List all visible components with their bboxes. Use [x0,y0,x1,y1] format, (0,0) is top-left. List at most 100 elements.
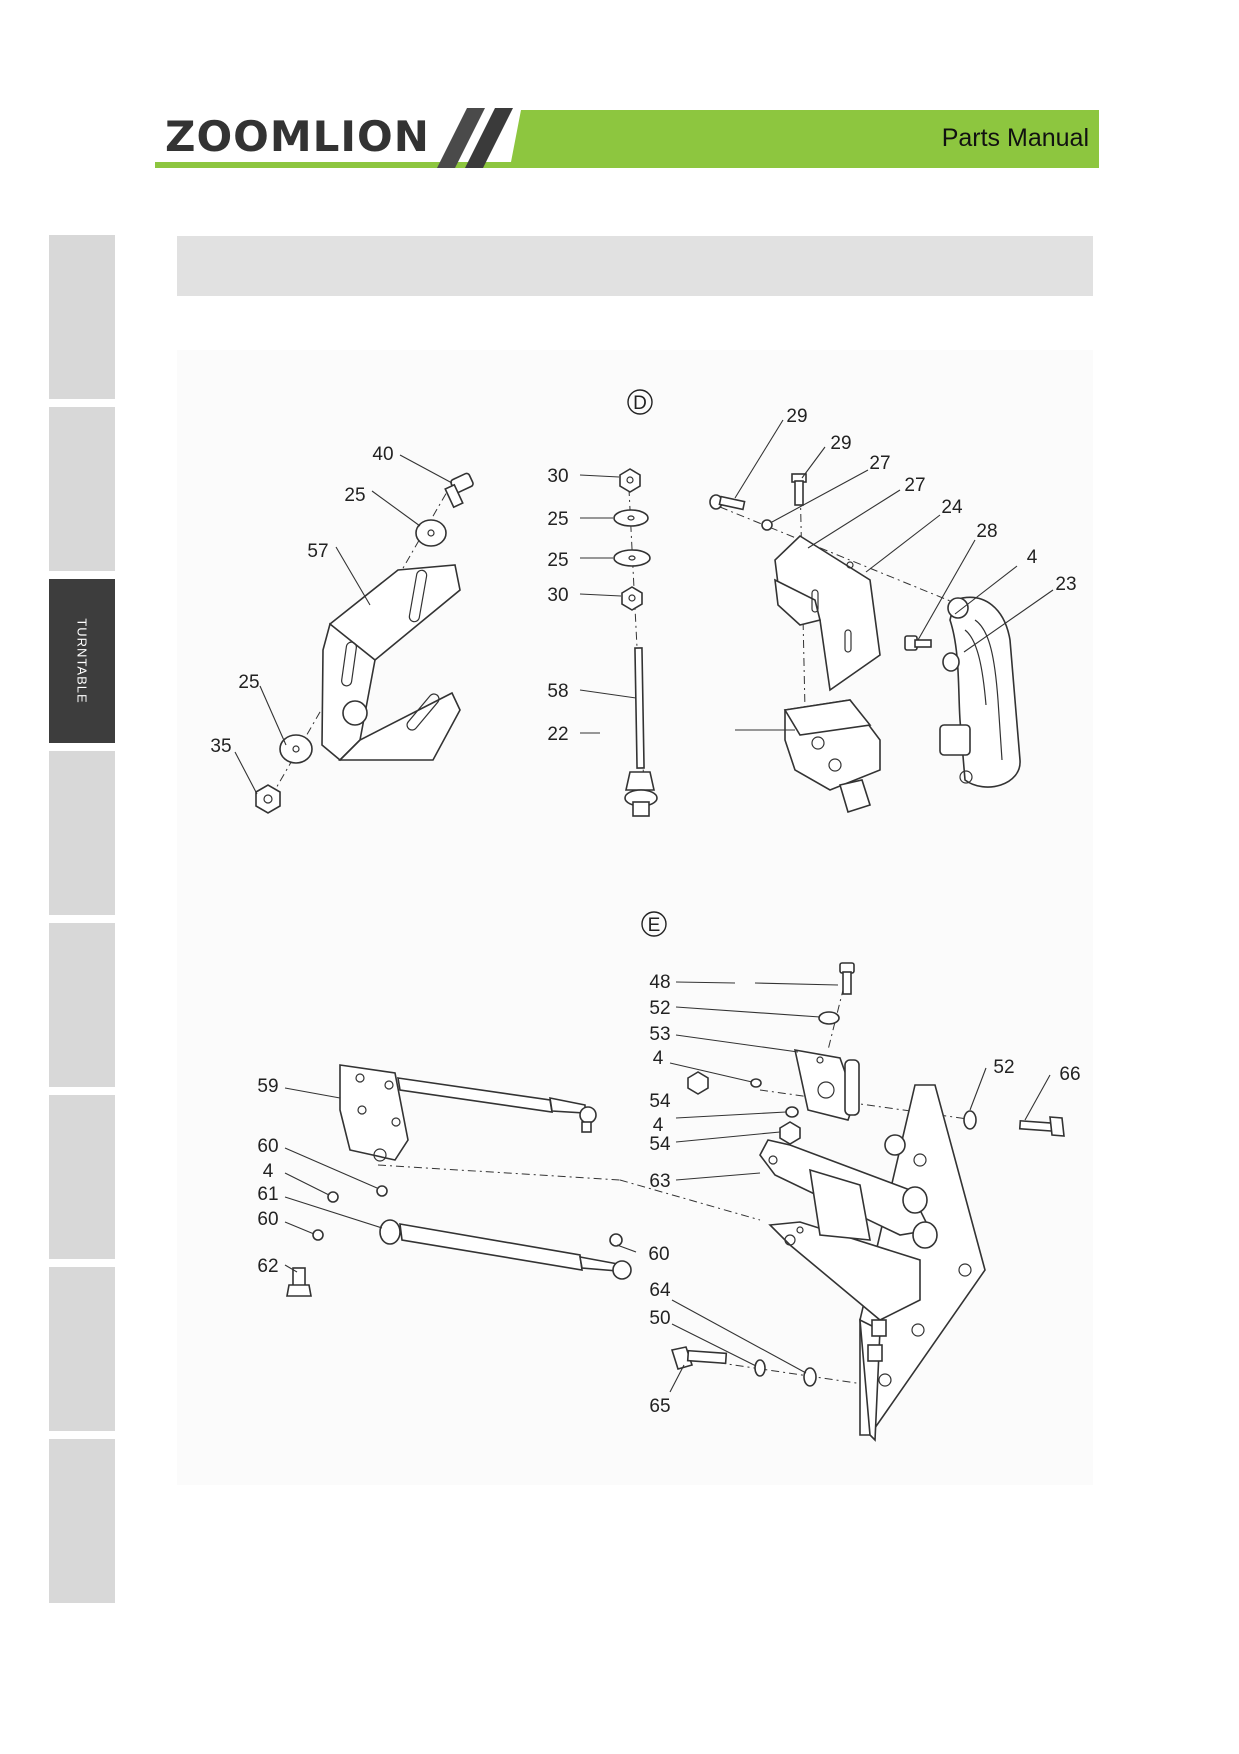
label-30a: 30 [547,466,568,487]
label-62: 62 [257,1256,278,1277]
label-57: 57 [307,541,328,562]
label-35: 35 [210,736,231,757]
gas-spring-lower [379,1219,632,1280]
label-66: 66 [1059,1064,1080,1085]
label-25d: 25 [547,550,568,571]
side-tab-8[interactable] [49,1439,115,1603]
label-23: 23 [1055,574,1076,595]
label-60b: 60 [257,1209,278,1230]
washer-64 [803,1367,817,1387]
washer-25-middle-b [613,549,651,567]
label-29a: 29 [786,406,807,427]
link-arm-64 [768,1221,921,1321]
page-header: ZOOMLION Parts Manual [155,108,1099,168]
washer-60-a [376,1185,388,1197]
nut-54-b [779,1121,801,1145]
section-d-letter: D [633,393,647,414]
slash-dark-icon [465,108,513,168]
label-60a: 60 [257,1136,278,1157]
page-title: Parts Manual [941,124,1089,152]
label-30b: 30 [547,585,568,606]
bracket-assembly-57: 40 25 57 25 35 [210,444,474,814]
washer-52-right [963,1110,977,1130]
hinge-plate-assembly: 48 52 53 4 54 4 54 63 64 50 65 52 66 [649,962,1081,1442]
washer-4-e2 [750,1078,762,1088]
section-e-letter: E [648,915,661,936]
washer-27-a [761,519,773,531]
label-61: 61 [257,1184,278,1205]
label-63: 63 [649,1171,670,1192]
bolt-66 [1018,1116,1065,1137]
label-4-e2: 4 [653,1048,664,1069]
washer-25-lower [279,734,313,764]
washer-4-e3 [785,1106,799,1118]
nut-30-lower [621,586,643,611]
label-25a: 25 [344,485,365,506]
gas-spring-assembly: 59 60 4 61 60 62 60 [257,1064,761,1297]
side-tab-6[interactable] [49,1095,115,1259]
label-4-e3: 4 [653,1115,664,1136]
label-29b: 29 [830,433,851,454]
nut-35 [255,784,281,814]
washer-50 [754,1359,766,1377]
bracket-24 [774,534,881,692]
bolt-29-horizontal [709,494,746,511]
block-assembly [809,1134,938,1362]
bolt-29-vertical [791,473,807,506]
side-tab-7[interactable] [49,1267,115,1431]
label-22: 22 [547,724,568,745]
logo-background [155,108,455,162]
bracket-57 [321,564,461,762]
bolt-48 [839,962,855,995]
side-tab-1[interactable] [49,235,115,399]
label-48: 48 [649,972,670,993]
label-52b: 52 [993,1057,1014,1078]
label-58: 58 [547,681,568,702]
stud-58 [624,647,658,817]
plate-59 [339,1064,409,1162]
side-tab-4[interactable] [49,751,115,915]
label-27b: 27 [904,475,925,496]
header-graphic [155,108,1099,168]
side-tab-5[interactable] [49,923,115,1087]
washer-60-b [312,1229,324,1241]
section-d-marker: D [627,389,653,415]
nut-60-c [609,1233,623,1247]
label-28: 28 [976,521,997,542]
nut-30-upper [619,468,641,493]
label-50: 50 [649,1308,670,1329]
label-64: 64 [649,1280,671,1301]
slash-gray-icon [437,108,485,168]
label-52a: 52 [649,998,670,1019]
controller-body-22 [783,699,881,814]
zoomlion-logo: ZOOMLION [165,112,430,161]
washer-52-upper [818,1011,840,1025]
handle-23 [939,596,1021,788]
bolt-65 [670,1346,728,1370]
side-tab-2[interactable] [49,407,115,571]
label-53: 53 [649,1024,670,1045]
washer-4-e [327,1191,339,1203]
section-title-band [177,236,1093,296]
bolt-28 [904,635,932,651]
label-4-e1: 4 [263,1161,274,1182]
gas-spring-upper [397,1077,597,1133]
washer-25-middle-a [613,509,649,527]
label-40: 40 [372,444,393,465]
section-e-marker: E [641,911,667,937]
bolt-62 [286,1267,312,1297]
stud-assembly-58: 30 25 25 30 58 22 [547,466,658,817]
hinge-53 [793,1049,860,1121]
controller-assembly-22: 29 29 27 27 24 28 4 23 [709,406,1077,814]
label-54a: 54 [649,1091,671,1112]
label-60c: 60 [648,1244,669,1265]
bolt-54-a [687,1071,709,1095]
washer-25-upper [415,519,447,547]
label-65: 65 [649,1396,670,1417]
label-54b: 54 [649,1134,671,1155]
label-27a: 27 [869,453,890,474]
bolt-40 [444,472,474,509]
label-24: 24 [941,497,963,518]
side-tab-turntable[interactable]: TURNTABLE [49,579,115,743]
